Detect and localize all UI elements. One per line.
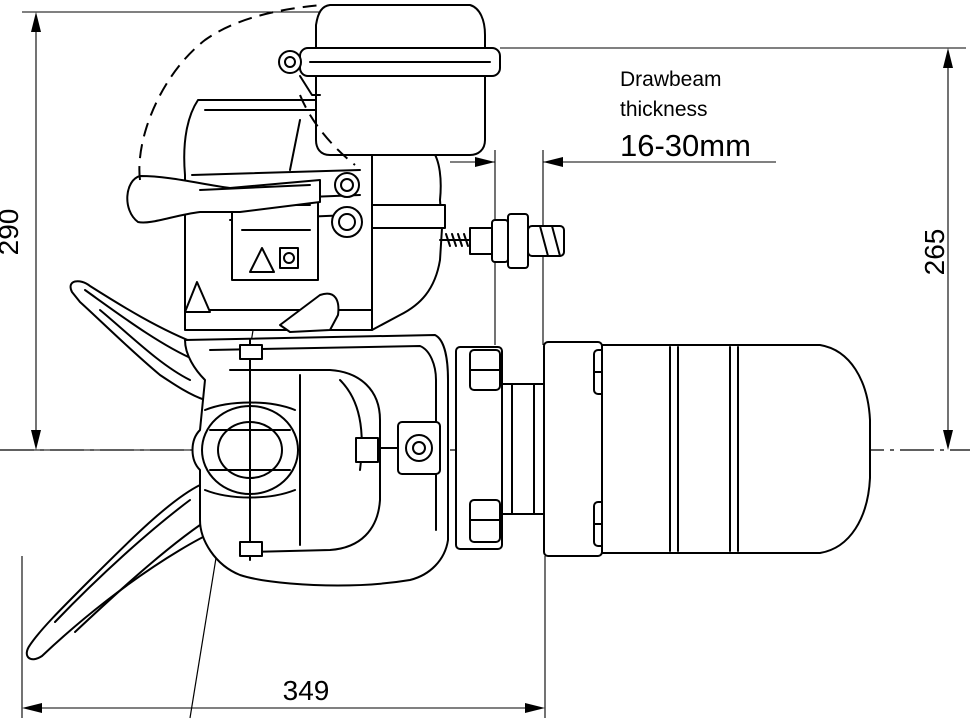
side-bracket: [279, 149, 446, 333]
drawbeam-label-line2: thickness: [620, 98, 708, 121]
warning-triangle-icon: [249, 247, 275, 273]
dimension-265: [500, 47, 966, 450]
release-handle: [126, 175, 321, 224]
adjustment-bolt: [439, 213, 565, 269]
dimension-265-label: 265: [919, 229, 950, 276]
coupling-pin: [201, 339, 299, 561]
top-cap: [278, 4, 501, 156]
swing-arc-inner: [299, 94, 356, 166]
dimension-290-label: 290: [0, 209, 24, 256]
drawbeam-range-label: 16-30mm: [620, 128, 751, 163]
swing-arc: [138, 4, 323, 181]
side-nut: [355, 421, 441, 475]
drawbeam-label-line1: Drawbeam: [620, 68, 722, 91]
rubber-damper: [601, 344, 871, 554]
dimension-349: [21, 556, 546, 718]
top-housing: [183, 99, 407, 331]
dimension-349-label: 349: [283, 675, 330, 706]
flange-mount: [455, 341, 629, 557]
